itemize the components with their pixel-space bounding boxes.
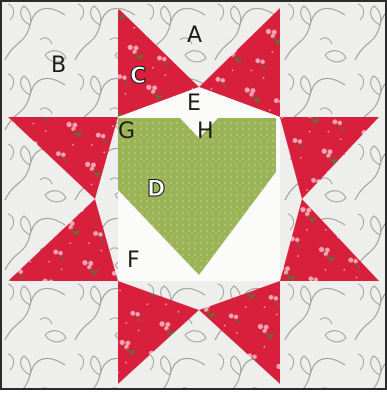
label-e: E <box>187 93 201 115</box>
label-d: D <box>147 179 165 201</box>
label-a: A <box>187 25 202 47</box>
label-b: B <box>51 55 66 77</box>
label-h: H <box>197 121 214 143</box>
label-f: F <box>127 250 140 272</box>
label-g: G <box>118 121 135 143</box>
label-c: C <box>130 66 146 88</box>
